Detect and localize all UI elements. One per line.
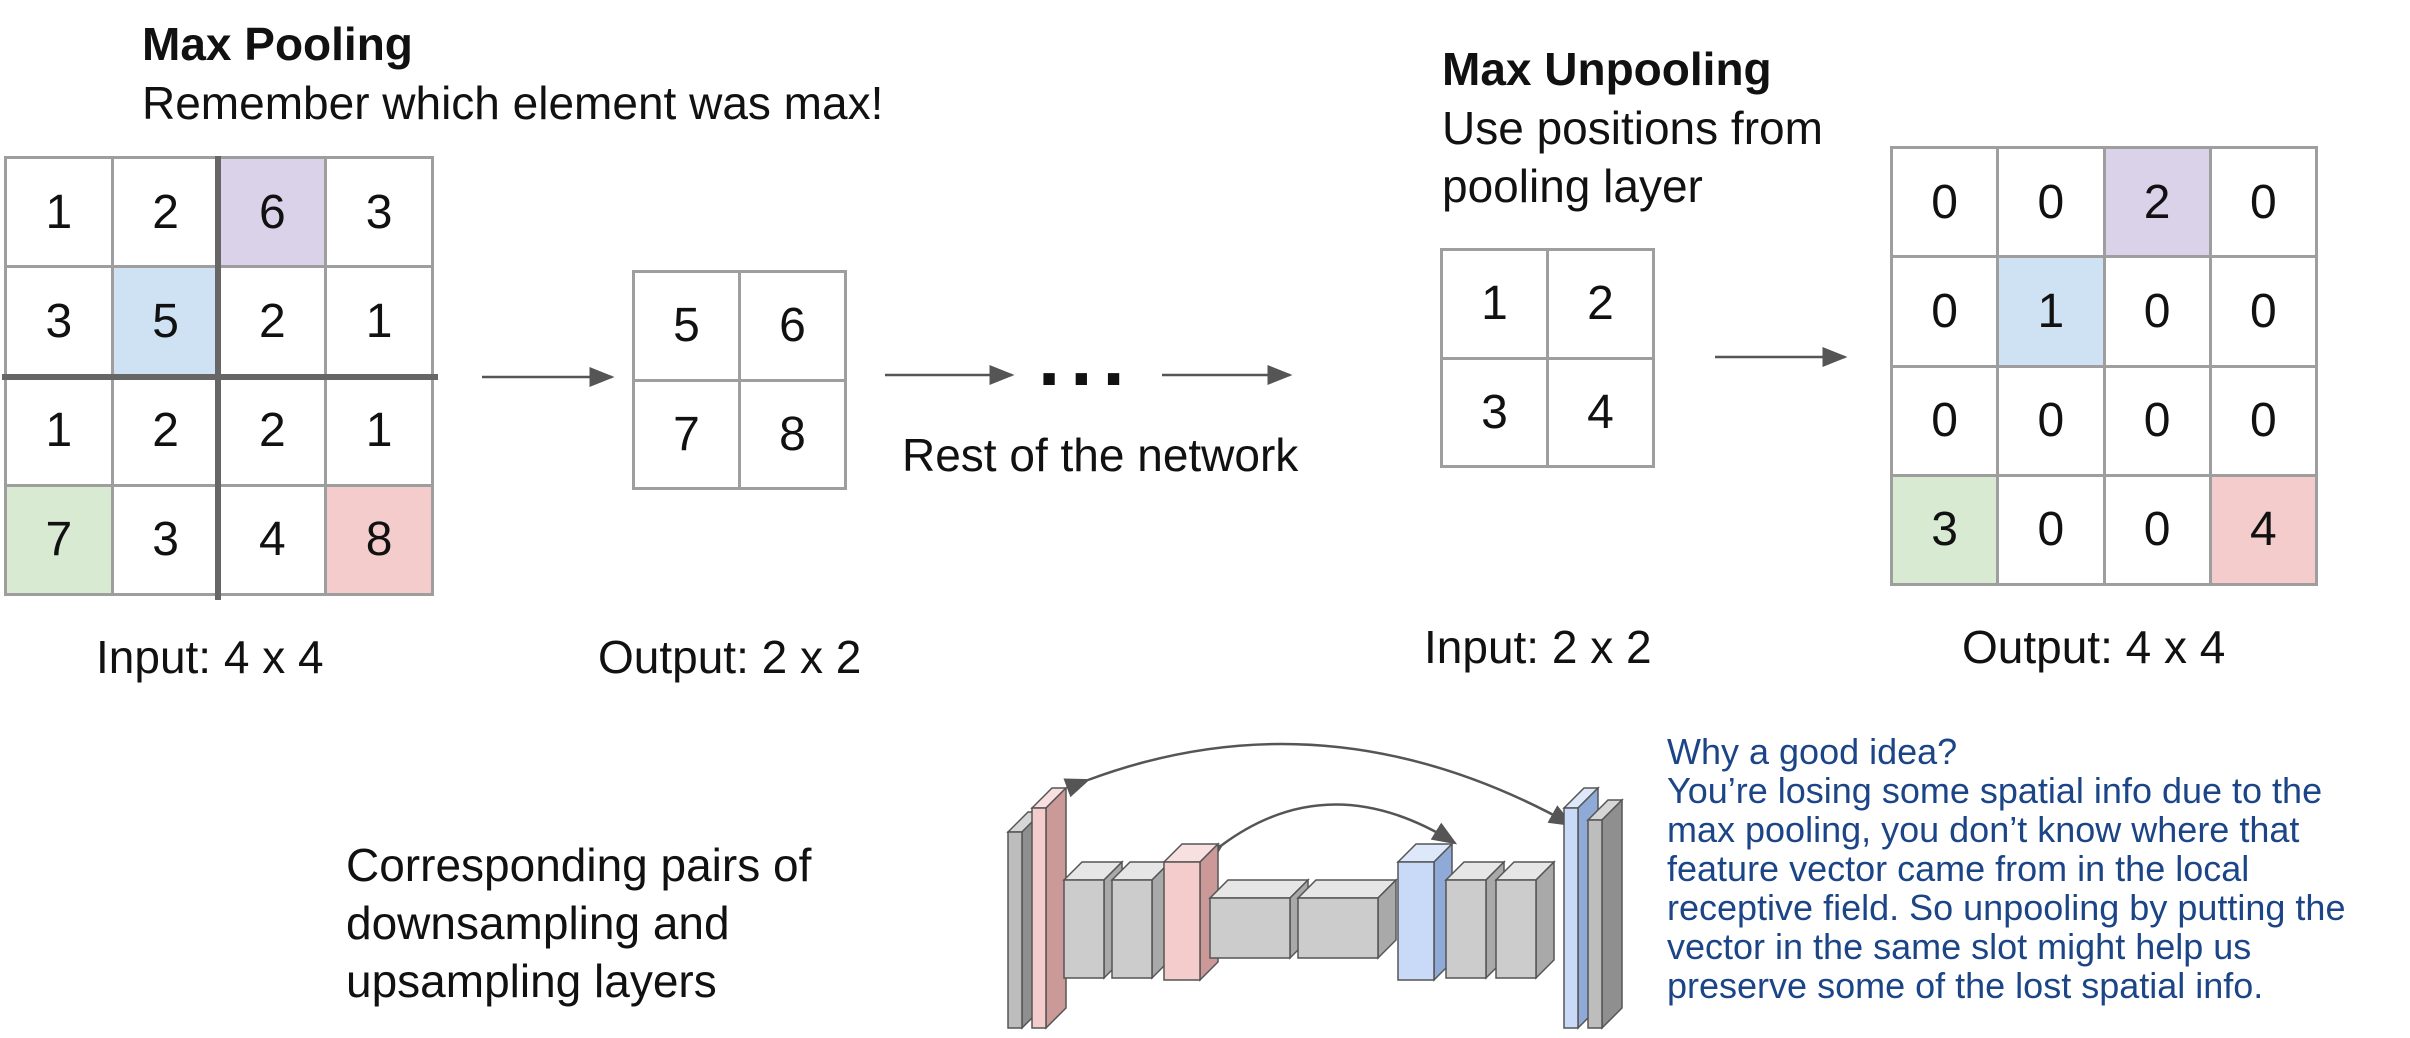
grid-cell: 1 <box>327 377 434 487</box>
pairs-text-line1: Corresponding pairs of <box>346 839 812 891</box>
grid-cell: 4 <box>220 486 328 596</box>
grid-cell: 4 <box>2211 476 2318 586</box>
grid-cell: 1 <box>7 159 114 269</box>
network-ellipsis: ... <box>1038 313 1135 402</box>
encoder-pool-slab-1 <box>1030 786 1068 1030</box>
decoder-unpool-block-1 <box>1396 842 1454 982</box>
grid-cell: 2 <box>220 377 328 487</box>
note-line: receptive field. So unpooling by putting… <box>1667 887 2346 928</box>
grid-cell: 0 <box>2105 367 2212 477</box>
max-unpooling-subtitle-line1: Use positions from <box>1442 102 1823 154</box>
grid-cell: 6 <box>220 159 328 269</box>
note-line: preserve some of the lost spatial info. <box>1667 965 2264 1006</box>
grid-cell: 0 <box>1999 476 2106 586</box>
grid-cell: 0 <box>2105 476 2212 586</box>
note-line: max pooling, you don’t know where that <box>1667 809 2300 850</box>
max-unpooling-subtitle-line2: pooling layer <box>1442 160 1703 212</box>
grid-cell: 4 <box>1549 359 1655 468</box>
grid-cell: 3 <box>327 159 434 269</box>
grid-cell: 5 <box>635 273 741 382</box>
pooling-input-label: Input: 4 x 4 <box>96 631 324 683</box>
grid-cell: 7 <box>635 381 741 490</box>
unpooling-input-label: Input: 2 x 2 <box>1424 621 1652 673</box>
grid-cell: 7 <box>7 486 114 596</box>
grid-cell: 1 <box>1999 258 2106 368</box>
grid-cell: 3 <box>1893 476 2000 586</box>
grid-cell: 0 <box>1893 258 2000 368</box>
grid-cell: 3 <box>1443 359 1549 468</box>
why-good-idea-note: Why a good idea? You’re losing some spat… <box>1667 732 2345 1005</box>
inner-skip-connection-arc <box>1197 803 1458 867</box>
grid-cell: 0 <box>2211 149 2318 259</box>
encoder-decoder-network <box>1006 786 1624 1030</box>
pairs-text-line2: downsampling and <box>346 897 730 949</box>
unpooling-output-label: Output: 4 x 4 <box>1962 621 2226 673</box>
grid-cell: 1 <box>1443 251 1549 360</box>
pairs-text-line3: upsampling layers <box>346 955 717 1007</box>
bottleneck-block <box>1296 878 1398 960</box>
note-line: vector in the same slot might help us <box>1667 926 2252 967</box>
grid-cell: 2 <box>2105 149 2212 259</box>
grid-cell: 0 <box>2105 258 2212 368</box>
max-unpooling-title: Max Unpooling <box>1442 43 1772 95</box>
rest-of-network-label: Rest of the network <box>902 429 1299 481</box>
grid-cell: 0 <box>1999 149 2106 259</box>
grid-cell: 0 <box>1893 367 2000 477</box>
grid-cell: 8 <box>741 381 847 490</box>
grid-cell: 8 <box>327 486 434 596</box>
note-line: feature vector came from in the local <box>1667 848 2250 889</box>
grid-cell: 6 <box>741 273 847 382</box>
grid-cell: 0 <box>1999 367 2106 477</box>
grid-cell: 0 <box>1893 149 2000 259</box>
outer-skip-connection-arc <box>1063 742 1575 827</box>
bottleneck-block <box>1208 878 1310 960</box>
grid-cell: 2 <box>1549 251 1655 360</box>
grid-cell: 0 <box>2211 258 2318 368</box>
grid-cell: 5 <box>113 268 221 378</box>
max-pooling-subtitle: Remember which element was max! <box>142 77 884 129</box>
decoder-output-slab <box>1586 798 1624 1030</box>
pooling-output-label: Output: 2 x 2 <box>598 631 862 683</box>
grid-cell: 2 <box>113 159 221 269</box>
note-line: You’re losing some spatial info due to t… <box>1667 770 2323 811</box>
encoder-block <box>1110 860 1172 980</box>
decoder-block <box>1494 860 1556 980</box>
max-pooling-title: Max Pooling <box>142 18 413 70</box>
grid-cell: 0 <box>2211 367 2318 477</box>
note-line: Why a good idea? <box>1667 731 1958 772</box>
grid-cell: 1 <box>7 377 114 487</box>
